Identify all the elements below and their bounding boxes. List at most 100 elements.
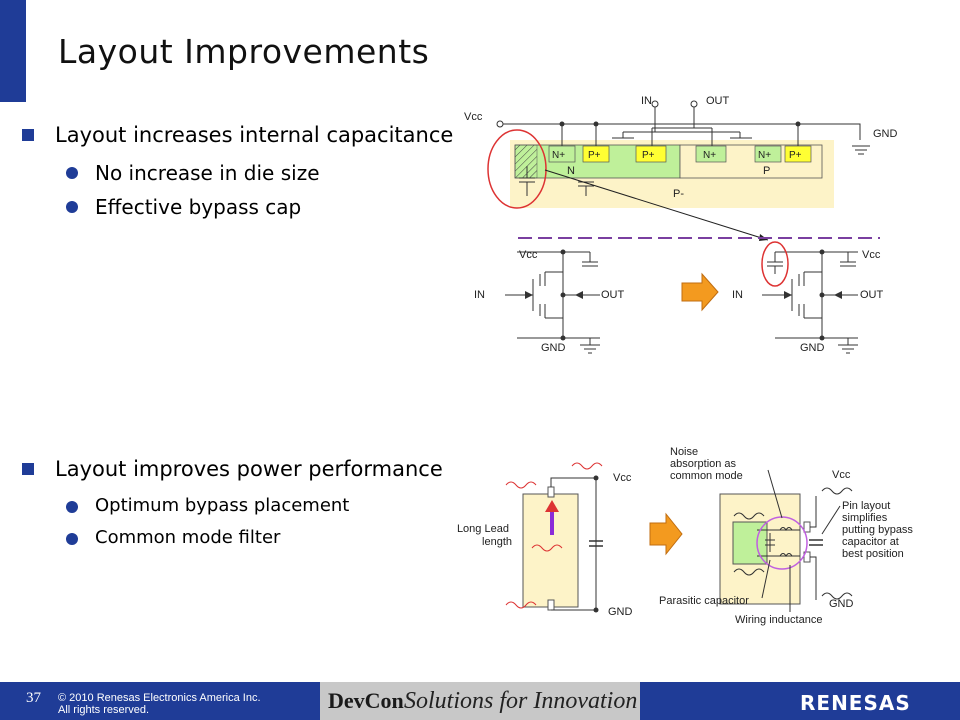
footer-bar: 37 © 2010 Renesas Electronics America In… bbox=[0, 682, 960, 720]
bullet-group-power: Layout improves power performance Optimu… bbox=[22, 454, 443, 554]
in-label: IN bbox=[641, 95, 652, 107]
gnd-label: GND bbox=[608, 606, 633, 618]
arrow-head bbox=[834, 291, 842, 299]
capacitor-symbol bbox=[582, 252, 598, 267]
capacitor-symbol bbox=[840, 252, 856, 267]
pin-layout-label: Pin layout simplifies putting bypass cap… bbox=[842, 500, 916, 560]
junction-dot bbox=[559, 121, 565, 127]
chip-pin bbox=[547, 486, 555, 498]
transistor-gates bbox=[791, 274, 800, 316]
vcc-label: Vcc bbox=[832, 469, 851, 481]
diagram-canvas: N+ P+ P+ N+ N+ P+ N P P- Vcc GND IN OUT bbox=[457, 95, 916, 626]
transform-arrow bbox=[649, 512, 683, 556]
wiring-label: Wiring inductance bbox=[735, 614, 822, 626]
bullet-item: Optimum bypass placement bbox=[22, 490, 443, 522]
out-label: OUT bbox=[860, 289, 884, 301]
arrow-head bbox=[575, 291, 583, 299]
region-label: N+ bbox=[703, 150, 716, 161]
arrow-head bbox=[784, 291, 792, 299]
region-label: N+ bbox=[552, 150, 565, 161]
pointer-line bbox=[761, 559, 771, 599]
long-lead-line2: length bbox=[482, 536, 512, 548]
junction-dot bbox=[593, 475, 599, 481]
junction-dot bbox=[795, 121, 801, 127]
bypass-diagram-before: Vcc GND Long Lead length bbox=[457, 462, 633, 618]
page-number: 37 bbox=[26, 690, 41, 706]
region-label: P+ bbox=[642, 150, 655, 161]
devcon-logo: DevCon bbox=[328, 688, 404, 713]
io-wires bbox=[762, 272, 858, 318]
in-label: IN bbox=[732, 289, 743, 301]
gnd-label: GND bbox=[800, 342, 825, 354]
circuit-wires bbox=[775, 251, 858, 339]
footer-left: 37 © 2010 Renesas Electronics America In… bbox=[0, 682, 320, 720]
renesas-logo: RENESAS bbox=[800, 691, 911, 715]
terminal bbox=[496, 120, 504, 128]
copyright: © 2010 Renesas Electronics America Inc. … bbox=[58, 692, 261, 716]
junction-dot bbox=[593, 121, 599, 127]
ground-symbol bbox=[852, 145, 870, 155]
junction-dot bbox=[560, 292, 566, 298]
bullet-heading: Layout increases internal capacitance bbox=[22, 120, 453, 156]
bypass-diagram-after: Vcc GND Noise absorption as common mode … bbox=[659, 446, 916, 626]
bullet-group-capacitance: Layout increases internal capacitance No… bbox=[22, 120, 453, 224]
region-label: N+ bbox=[758, 150, 771, 161]
highlight-circle bbox=[761, 241, 789, 287]
highlight-circle bbox=[487, 129, 547, 209]
bullet-item: Common mode filter bbox=[22, 522, 443, 554]
wire bbox=[500, 123, 861, 140]
region-n-plus bbox=[754, 145, 782, 163]
arrow-head bbox=[545, 500, 559, 512]
parasitic-capacitor bbox=[765, 533, 775, 552]
long-lead-label: Long Lead length bbox=[457, 523, 512, 548]
gate-wiring bbox=[612, 104, 752, 139]
junction-dot bbox=[560, 335, 566, 341]
bypass-capacitor bbox=[809, 539, 823, 546]
cmos-cross-section: N+ P+ P+ N+ N+ P+ N P P- Vcc GND IN OUT bbox=[464, 95, 898, 241]
ground-symbol bbox=[838, 338, 858, 354]
vcc-label: Vcc bbox=[464, 111, 483, 123]
chip-pin bbox=[547, 599, 555, 611]
output-wiring bbox=[651, 104, 713, 146]
gnd-label: GND bbox=[873, 128, 898, 140]
ground-symbol bbox=[580, 338, 600, 354]
pointer-line bbox=[767, 469, 783, 519]
inverter-schematic-before: Vcc IN OUT GND bbox=[474, 249, 625, 354]
junction-dot bbox=[593, 607, 599, 613]
accent-bar bbox=[0, 0, 26, 102]
region-n-plus bbox=[695, 145, 727, 163]
junction-dot bbox=[819, 249, 825, 255]
bullet-heading: Layout improves power performance bbox=[22, 454, 443, 490]
p-well-label: P bbox=[763, 165, 770, 177]
parasitic-label: Parasitic capacitor bbox=[659, 595, 749, 607]
tagline: Solutions for Innovation bbox=[404, 688, 638, 714]
hatched-area bbox=[514, 144, 538, 179]
in-label: IN bbox=[474, 289, 485, 301]
out-label: OUT bbox=[706, 95, 730, 107]
capacitor-symbol bbox=[589, 540, 603, 547]
transistor-gates bbox=[532, 274, 541, 316]
pointer-line bbox=[821, 505, 841, 535]
footer-right: RENESAS bbox=[640, 682, 960, 720]
capacitor-symbol bbox=[519, 166, 535, 196]
copyright-line2: All rights reserved. bbox=[58, 704, 150, 716]
internal-wire bbox=[757, 529, 800, 557]
vcc-label: Vcc bbox=[613, 472, 632, 484]
junction-dot bbox=[819, 292, 825, 298]
region-p-plus bbox=[635, 145, 667, 163]
inductor-symbol bbox=[779, 527, 793, 557]
noise-wave bbox=[733, 487, 853, 600]
vcc-label: Vcc bbox=[519, 249, 538, 261]
gnd-label: GND bbox=[829, 598, 854, 610]
substrate-label: P- bbox=[673, 188, 684, 200]
external-wire bbox=[810, 496, 817, 600]
long-lead-line1: Long Lead bbox=[457, 523, 509, 535]
region-label: P+ bbox=[789, 150, 802, 161]
copyright-line1: © 2010 Renesas Electronics America Inc. bbox=[58, 692, 261, 704]
pointer-arrow bbox=[544, 169, 769, 241]
io-wires bbox=[505, 272, 600, 318]
terminal bbox=[690, 100, 698, 108]
slide-title: Layout Improvements bbox=[58, 32, 430, 71]
out-label: OUT bbox=[601, 289, 625, 301]
bullet-item: Effective bypass cap bbox=[22, 190, 453, 224]
